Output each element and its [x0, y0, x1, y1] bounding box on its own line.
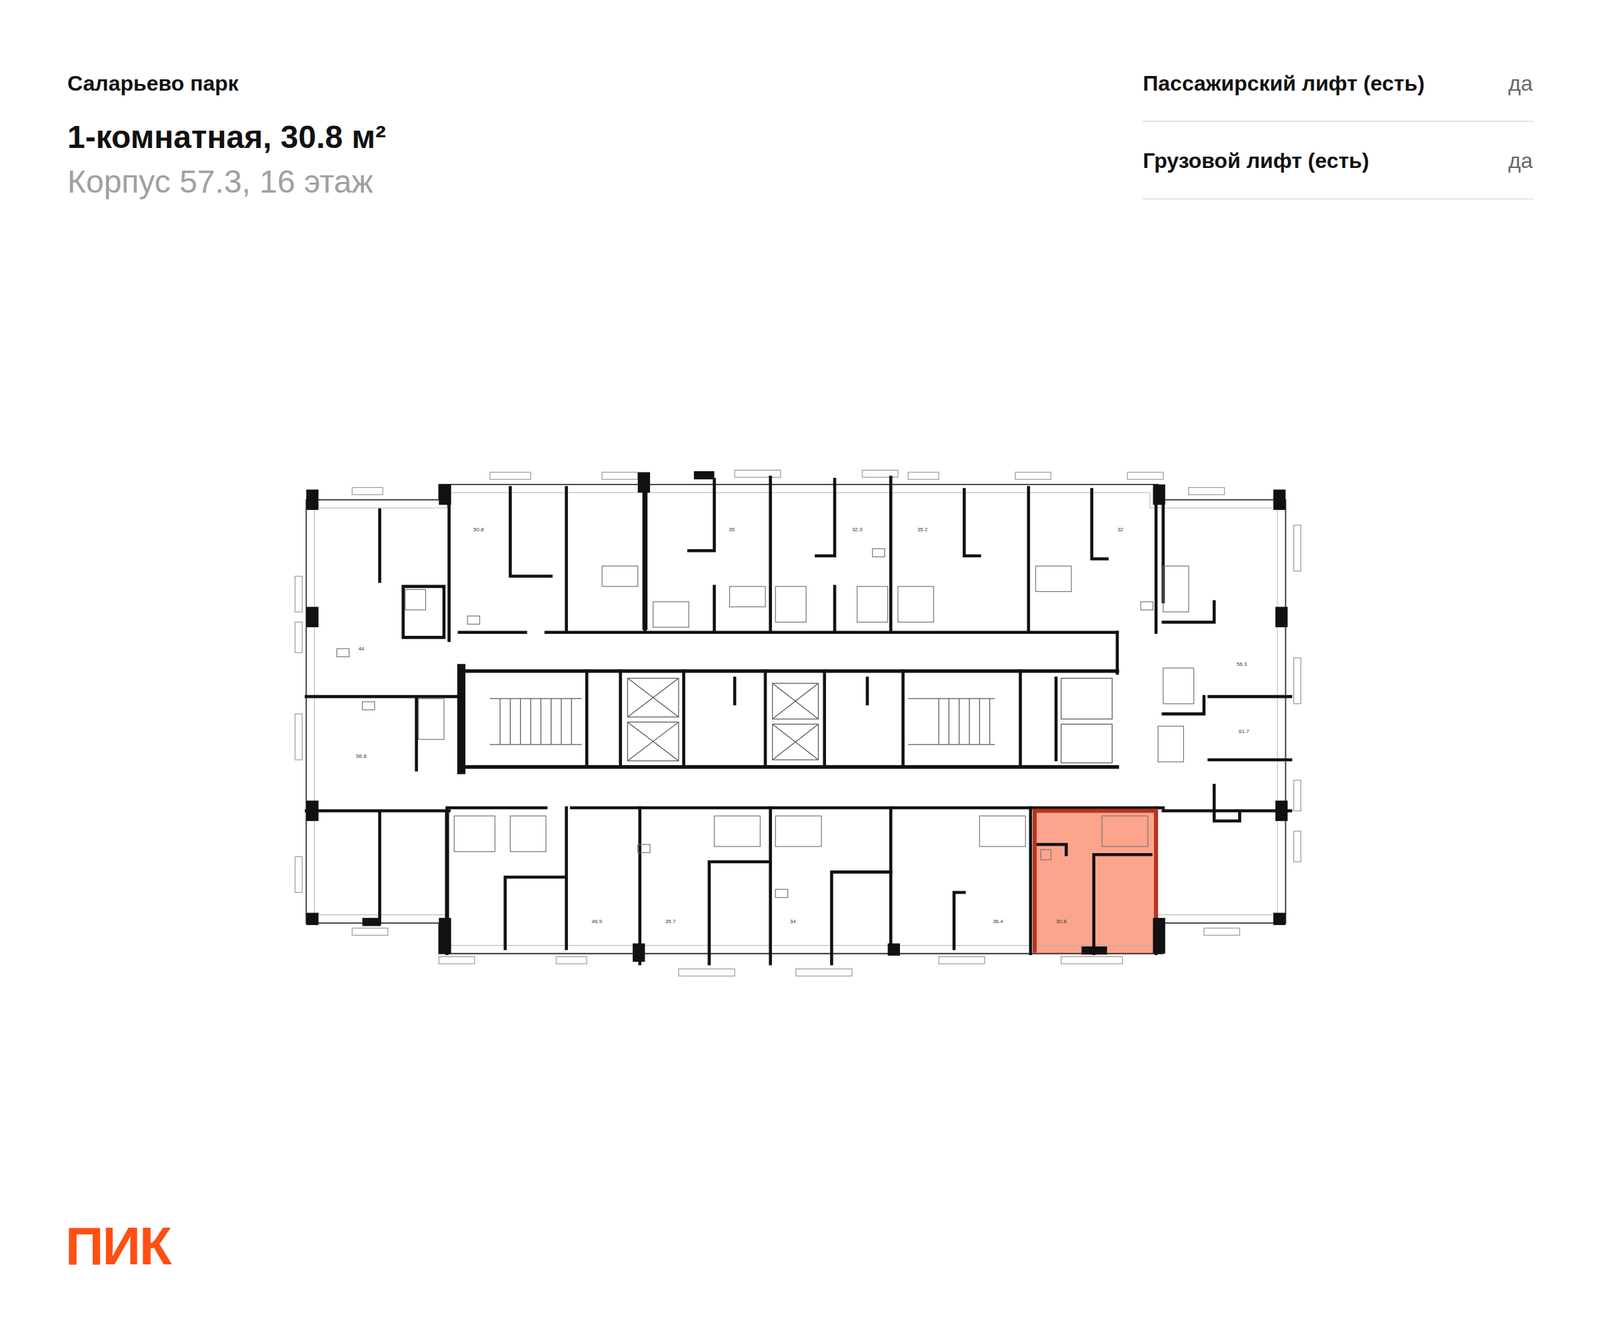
- feature-value: да: [1508, 71, 1533, 96]
- apartment-title: 1-комнатная, 30.8 м²: [67, 118, 386, 156]
- divider-line: [1142, 120, 1534, 122]
- windows: [295, 470, 1302, 976]
- core-details: [490, 678, 1112, 764]
- area-number: 50.8: [473, 526, 484, 533]
- area-number: 56.8: [356, 753, 367, 760]
- building-floor: Корпус 57.3, 16 этаж: [67, 163, 374, 200]
- divider-line: [1142, 198, 1534, 200]
- area-number: 35: [728, 526, 735, 533]
- area-number: 36.4: [992, 918, 1004, 925]
- area-number: 32.3: [852, 526, 863, 533]
- feature-value: да: [1508, 148, 1533, 174]
- area-number: 56.3: [1236, 661, 1248, 668]
- walls: [306, 474, 1291, 965]
- area-number: 34: [790, 918, 796, 925]
- project-name: Саларьево парк: [67, 71, 239, 96]
- brand-logo: ПИК: [65, 1216, 171, 1278]
- area-number: 35.2: [917, 526, 928, 533]
- area-number: 30.8: [1056, 918, 1067, 925]
- area-number: 61.7: [1238, 728, 1250, 735]
- area-number: 46.9: [592, 918, 603, 925]
- area-number: 35.7: [665, 918, 676, 925]
- feature-name: Грузовой лифт (есть): [1142, 148, 1369, 174]
- feature-name: Пассажирский лифт (есть): [1142, 71, 1425, 96]
- area-number: 32: [1117, 526, 1124, 533]
- facade-outline: [306, 484, 1286, 954]
- columns: [306, 471, 1288, 962]
- bathrooms: [336, 548, 1194, 898]
- area-number: 44: [358, 646, 364, 652]
